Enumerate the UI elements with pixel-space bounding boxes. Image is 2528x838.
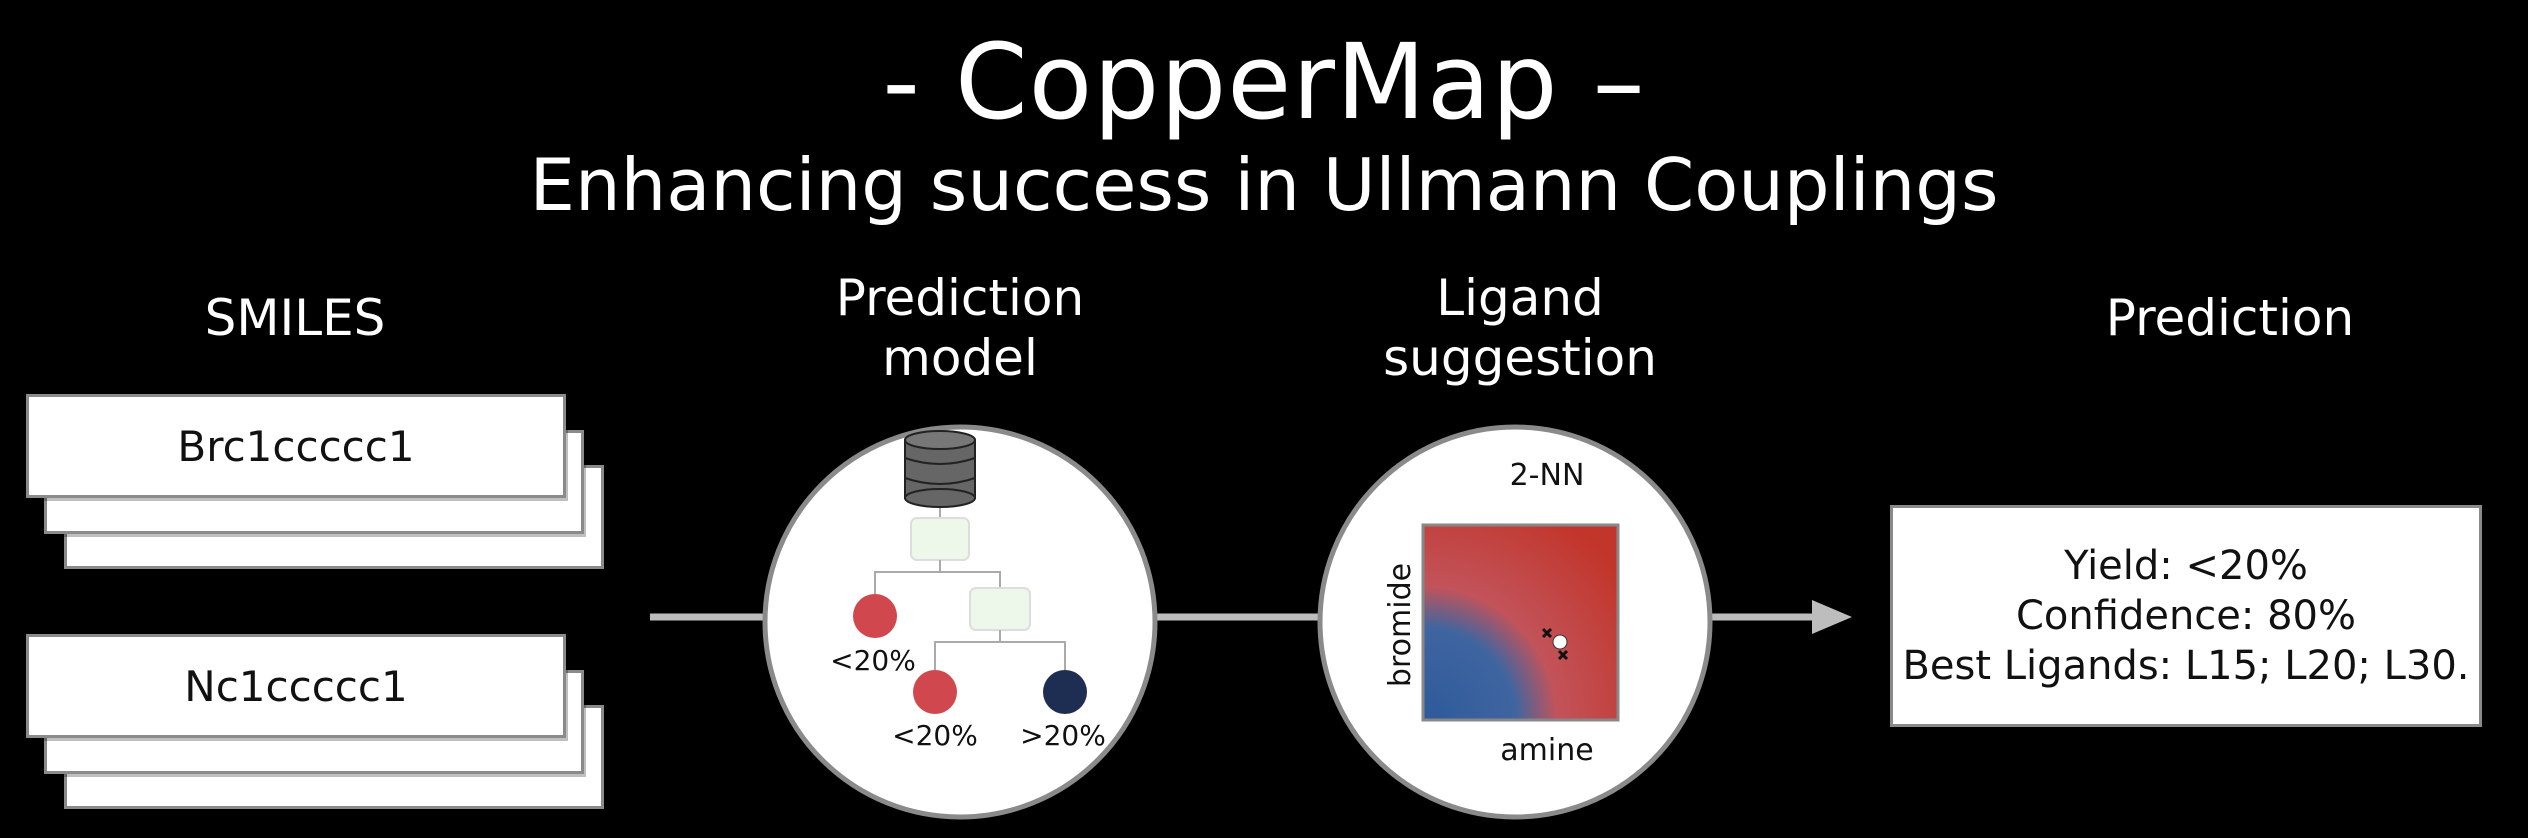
model-circle (762, 424, 1158, 820)
smiles-card-amine: Nc1ccccc1 (26, 634, 566, 738)
smiles-bromide-text: Brc1ccccc1 (177, 421, 415, 471)
model-heading-line2: model (882, 329, 1038, 387)
query-point-icon (1552, 634, 1568, 650)
prediction-result-box: Yield: <20% Confidence: 80% Best Ligands… (1890, 505, 2482, 727)
smiles-card-bromide: Brc1ccccc1 (26, 394, 566, 498)
page-title: - CopperMap – (882, 21, 1646, 143)
model-heading: Prediction model (780, 268, 1140, 388)
tree-edge-left (874, 560, 941, 596)
tree-edge-right (940, 571, 1001, 588)
neighbor-marker-icon (1557, 649, 1569, 661)
ligand-heading-line1: Ligand (1436, 269, 1604, 327)
ligand-heading: Ligand suggestion (1330, 268, 1710, 388)
tree-leaf-high (1043, 670, 1087, 714)
yield-text: Yield: <20% (2064, 543, 2308, 589)
tree-leaf-low-2 (913, 670, 957, 714)
tree-leaf-low-label: <20% (830, 644, 916, 677)
knn-x-axis-label: amine (1500, 733, 1593, 768)
smiles-amine-text: Nc1ccccc1 (184, 661, 408, 711)
tree-root-node (910, 517, 970, 561)
model-heading-line1: Prediction (835, 269, 1085, 327)
tree-leaf-high-label: >20% (1020, 719, 1106, 752)
knn-label: 2-NN (1510, 458, 1585, 493)
knn-map (1421, 523, 1620, 722)
database-icon (904, 430, 976, 508)
tree-edge-left2 (934, 630, 1001, 670)
prediction-model-diagram: <20% <20% >20% (762, 424, 1158, 820)
confidence-text: Confidence: 80% (2016, 593, 2356, 639)
prediction-heading: Prediction (2105, 289, 2355, 347)
page-subtitle: Enhancing success in Ullmann Couplings (529, 143, 1999, 227)
tree-split-node (969, 587, 1031, 631)
smiles-heading: SMILES (204, 289, 386, 347)
tree-leaf-low-2-label: <20% (892, 719, 978, 752)
tree-leaf-low (853, 594, 897, 638)
knn-y-axis-label: bromide (1383, 563, 1418, 687)
ligand-suggestion-diagram: 2-NN amine bromide (1317, 424, 1713, 820)
neighbor-marker-icon (1541, 627, 1553, 639)
ligand-heading-line2: suggestion (1383, 329, 1657, 387)
arrow-head-icon (1812, 600, 1852, 634)
tree-edge-right2 (1000, 641, 1066, 670)
best-ligands-text: Best Ligands: L15; L20; L30. (1902, 643, 2470, 689)
